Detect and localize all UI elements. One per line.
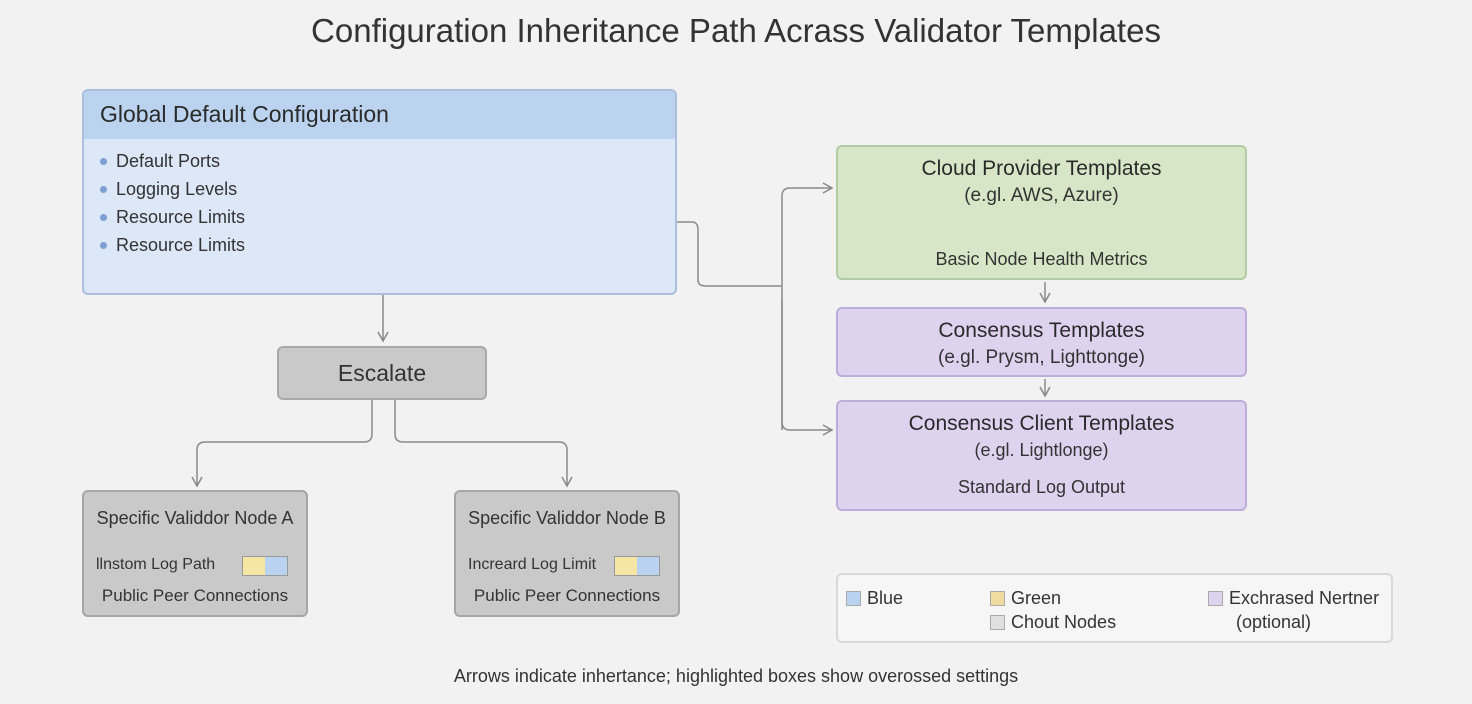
arrow-global-to-templates [677,221,782,287]
legend-item-optional: (optional) [1236,612,1312,632]
legend-item-purple: Exchrased Nertner [1208,588,1379,609]
list-item: Logging Levels [100,175,675,203]
arrow-to-cloud [781,182,834,430]
node-b-peer: Public Peer Connections [473,586,661,605]
node-a-peer: Public Peer Connections [101,586,289,605]
list-item: Resource Limits [100,203,675,231]
node-b-title: Specific Validdor Node B [468,508,666,528]
cloud-detail: Basic Node Health Metrics [935,249,1148,269]
cloud-sub: (e.gl. AWS, Azure) [964,185,1119,206]
node-a-title: Specific Validdor Node A [96,508,294,528]
list-item: Default Ports [100,147,675,175]
client-title: Consensus Client Templates [908,412,1175,435]
legend-item-gray: Chout Nodes [990,612,1116,633]
bullet-icon [100,185,107,193]
global-config-header: Global Default Configuration [84,91,675,139]
override-swatch [242,556,288,576]
arrow-escalate-to-node-b [394,400,573,488]
cloud-title: Cloud Provider Templates [921,157,1162,180]
legend-item-blue: Blue [846,588,903,609]
global-config-list: Default Ports Logging Levels Resource Li… [84,147,675,259]
consensus-templates-box: Consensus Templates (e.gl. Prysm, Lightt… [836,307,1247,377]
client-sub: (e.gl. Lightlonge) [974,440,1109,460]
consensus-client-templates-box: Consensus Client Templates (e.gl. Lightl… [836,400,1247,511]
cloud-provider-templates-box: Cloud Provider Templates (e.gl. AWS, Azu… [836,145,1247,280]
arrow-to-client [781,300,834,436]
legend: Blue Green Chout Nodes Exchrased Nertner… [836,573,1393,643]
global-default-config-box: Global Default Configuration Default Por… [82,89,677,295]
override-swatch [614,556,660,576]
arrow-escalate-to-node-a [191,400,373,488]
diagram-title: Configuration Inheritance Path Acrass Va… [311,12,1161,49]
node-a-override: llnstom Log Path [96,556,216,573]
list-item: Resource Limits [100,231,675,259]
caption: Arrows indicate inhertance; highlighted … [453,666,1019,686]
node-b-override: Increard Log Limit [468,556,597,573]
validator-node-a-box: Specific Validdor Node A llnstom Log Pat… [82,490,308,617]
legend-item-green: Green [990,588,1061,609]
bullet-icon [100,213,107,221]
client-detail: Standard Log Output [957,477,1126,497]
consensus-title: Consensus Templates [938,319,1145,342]
bullet-icon [100,157,107,165]
escalate-box: Escalate [277,346,487,400]
validator-node-b-box: Specific Validdor Node B Increard Log Li… [454,490,680,617]
consensus-sub: (e.gl. Prysm, Lighttonge) [938,347,1145,368]
bullet-icon [100,241,107,249]
